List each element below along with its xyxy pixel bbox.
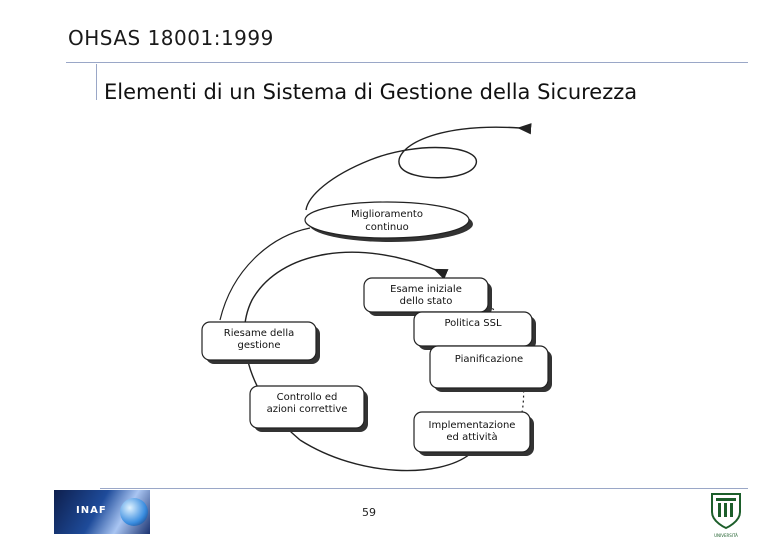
inaf-logo: INAF bbox=[54, 490, 150, 534]
node-implementazione-line1: Implementazione bbox=[429, 420, 516, 431]
node-miglioramento-line1: Miglioramento bbox=[351, 209, 423, 220]
node-implementazione-line2: ed attività bbox=[446, 431, 497, 443]
node-riesame: Riesame della gestione bbox=[201, 321, 320, 364]
node-miglioramento: Miglioramento continuo bbox=[304, 201, 473, 242]
node-pianificazione-line1: Pianificazione bbox=[455, 354, 523, 365]
cycle-arc-left bbox=[219, 227, 311, 321]
node-esame-line2: dello stato bbox=[400, 296, 453, 307]
spiral-top-loop bbox=[305, 123, 532, 211]
cycle-arc-lower bbox=[299, 439, 471, 472]
node-implementazione: Implementazione ed attività bbox=[413, 411, 534, 456]
slide-header-title: OHSAS 18001:1999 bbox=[68, 26, 274, 50]
node-pianificazione: Pianificazione bbox=[429, 345, 552, 392]
header-vertical-divider bbox=[96, 64, 97, 100]
node-controllo: Controllo ed azioni correttive bbox=[249, 385, 368, 432]
header-divider bbox=[66, 62, 748, 63]
footer-divider bbox=[100, 488, 748, 489]
node-controllo-line2: azioni correttive bbox=[267, 404, 348, 415]
node-riesame-line2: gestione bbox=[237, 340, 280, 351]
node-politica-line1: Politica SSL bbox=[444, 318, 502, 329]
planet-icon bbox=[120, 498, 148, 526]
university-crest-logo: UNIVERSITÀ bbox=[706, 490, 746, 538]
node-miglioramento-line2: continuo bbox=[365, 222, 408, 233]
node-esame-line1: Esame iniziale bbox=[390, 284, 462, 295]
node-controllo-line1: Controllo ed bbox=[277, 392, 338, 403]
node-riesame-line1: Riesame della bbox=[224, 328, 294, 339]
node-esame: Esame iniziale dello stato bbox=[363, 277, 492, 316]
page-number: 59 bbox=[362, 506, 376, 519]
node-politica: Politica SSL bbox=[413, 311, 536, 350]
slide-subtitle: Elementi di un Sistema di Gestione della… bbox=[104, 80, 638, 104]
crest-icon bbox=[711, 493, 741, 530]
inaf-logo-text: INAF bbox=[76, 505, 107, 516]
crest-caption: UNIVERSITÀ bbox=[714, 533, 738, 538]
